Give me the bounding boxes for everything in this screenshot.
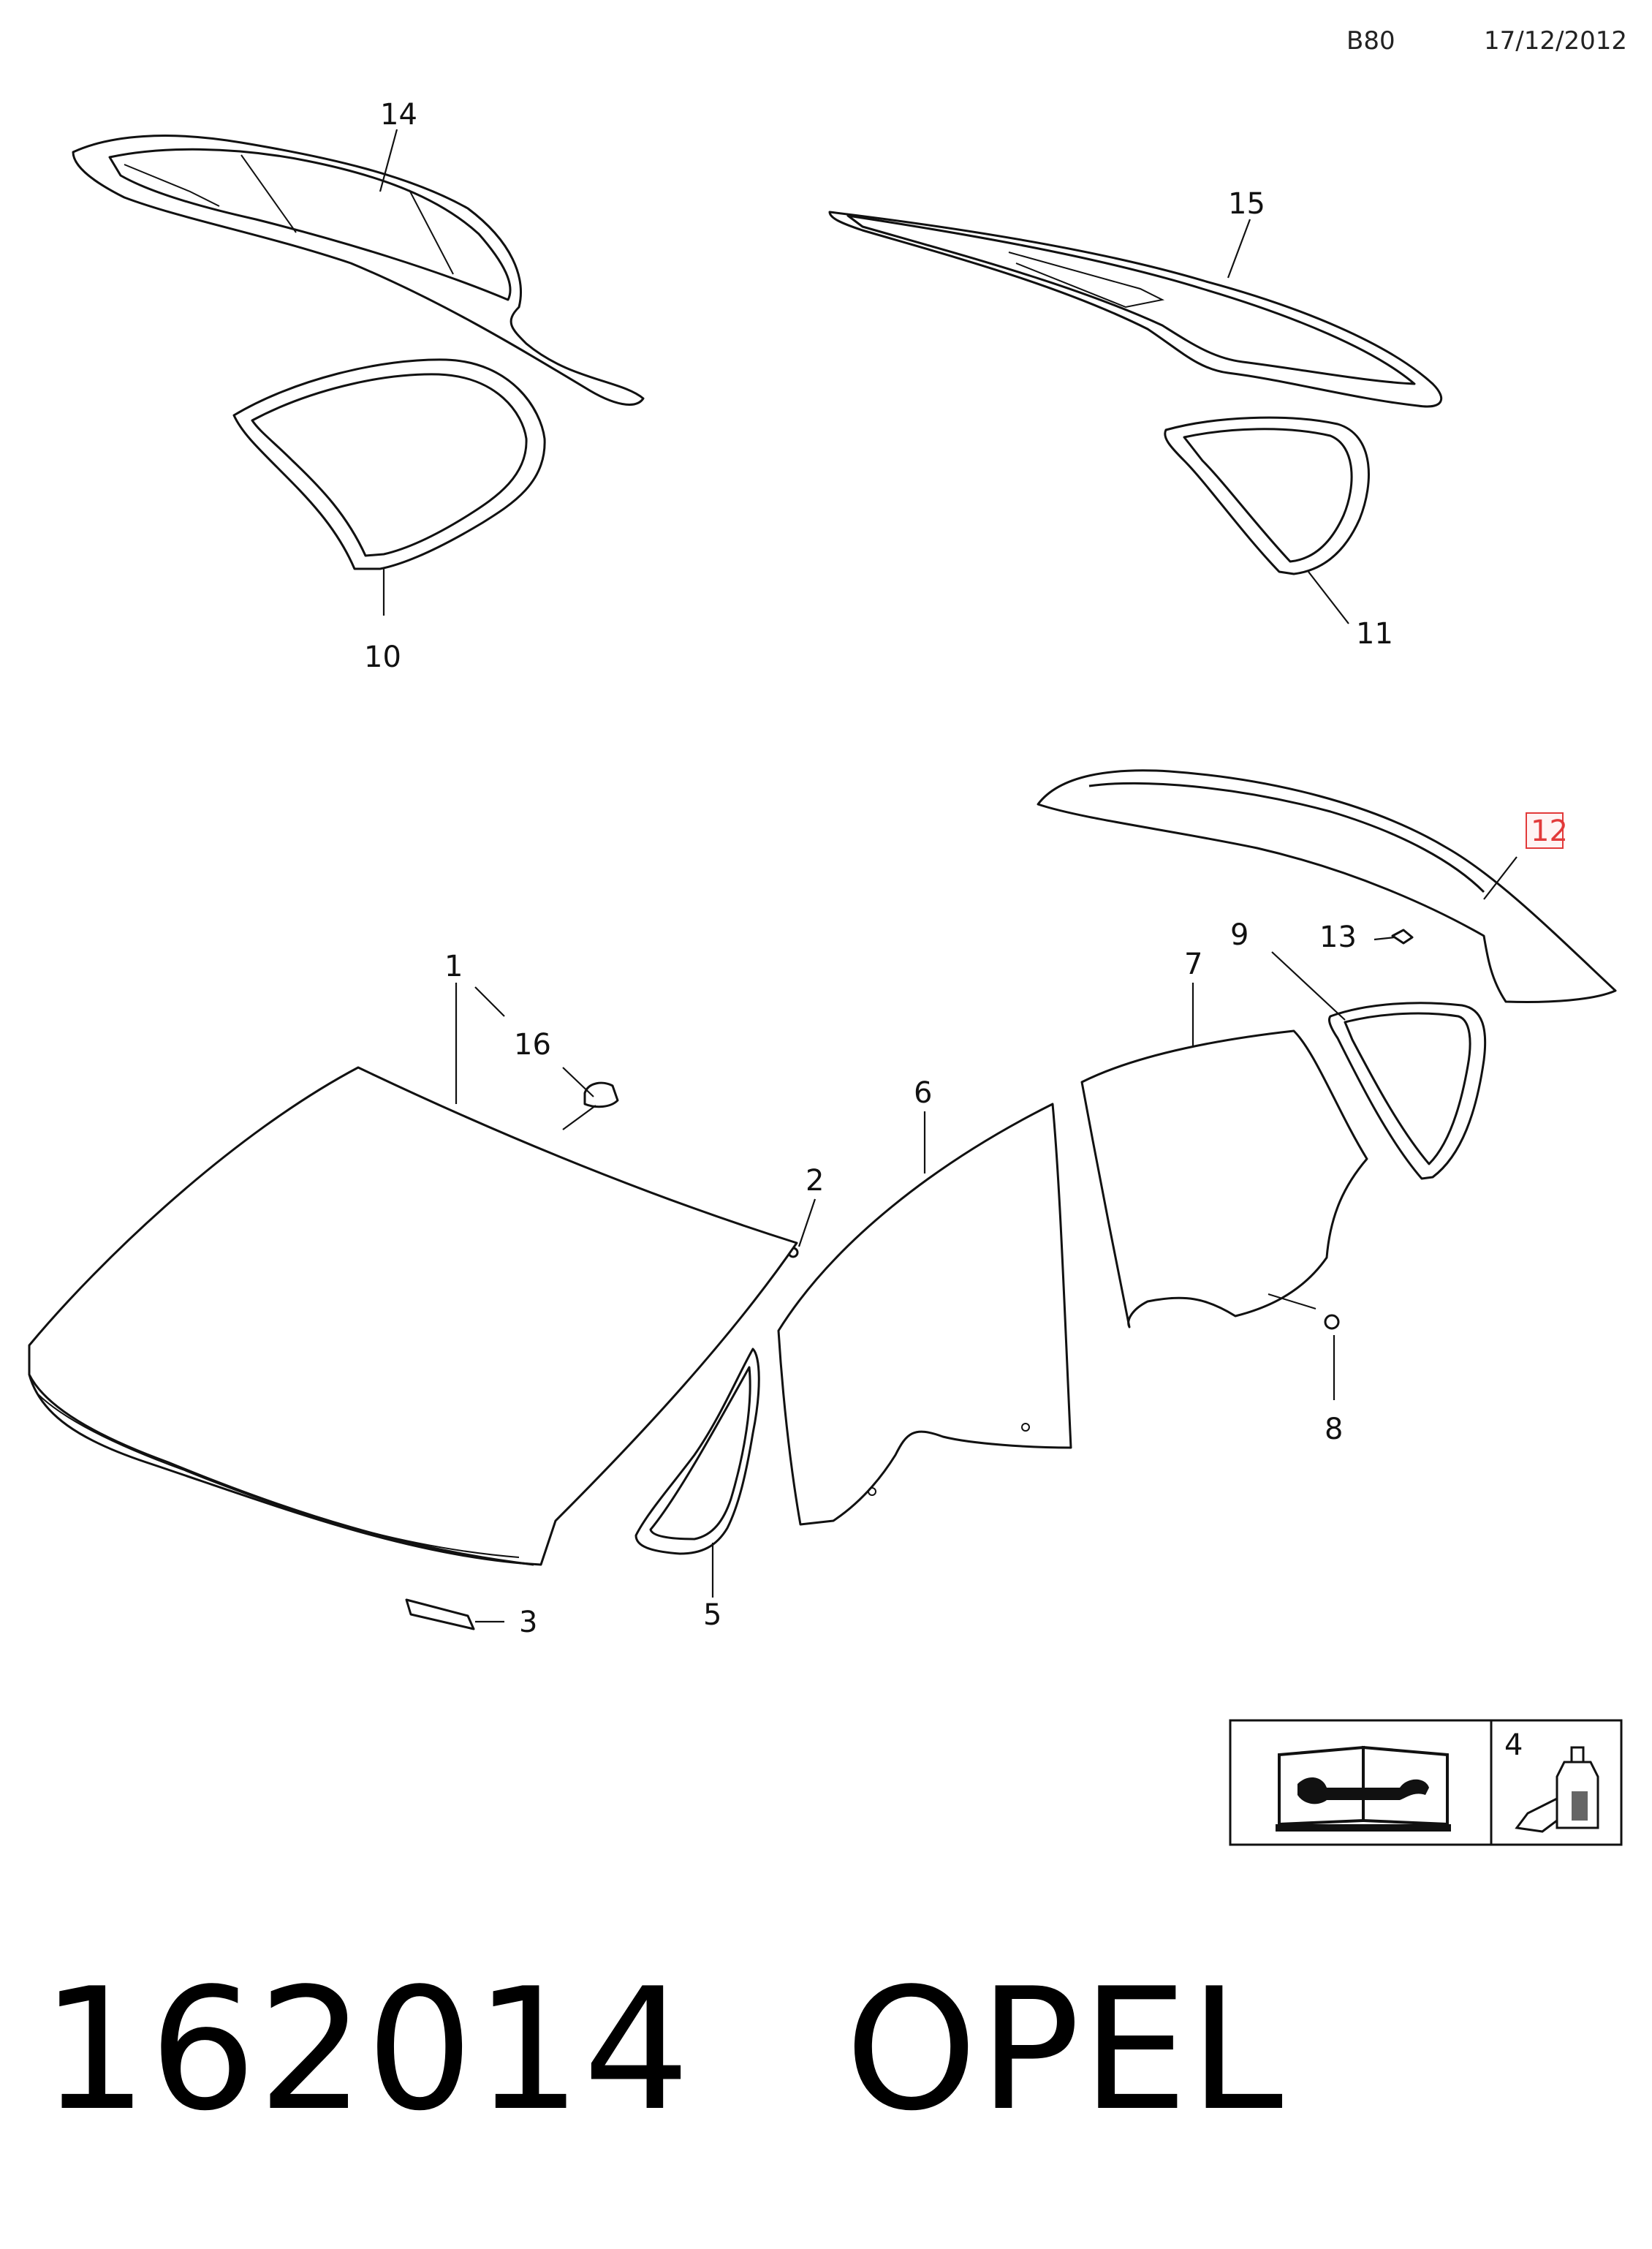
part-9-door-quarter-glass[interactable] <box>1327 1002 1487 1180</box>
leader-lines <box>379 129 1518 1623</box>
callout-15: 15 <box>1228 187 1265 221</box>
callout-9: 9 <box>1230 918 1249 952</box>
part-16-mirror-base[interactable] <box>583 1081 619 1108</box>
part-8-screw[interactable] <box>1324 1314 1340 1330</box>
callout-12: 12 <box>1531 814 1568 848</box>
callout-14: 14 <box>380 98 417 132</box>
callout-10: 10 <box>364 640 401 674</box>
callout-13: 13 <box>1319 921 1357 954</box>
brand-name: OPEL <box>845 1953 1285 2148</box>
callout-11: 11 <box>1356 617 1393 651</box>
callout-16: 16 <box>514 1028 551 1062</box>
callout-12-highlighted: 12 <box>1526 812 1568 849</box>
callout-2: 2 <box>806 1164 824 1198</box>
part-5-front-quarter-glass[interactable] <box>634 1347 760 1555</box>
part-6-front-door-glass[interactable] <box>777 1103 1072 1526</box>
header-code: B80 <box>1346 26 1395 56</box>
repair-manual-icon <box>1276 1745 1451 1832</box>
callout-8: 8 <box>1325 1413 1343 1446</box>
callout-7: 7 <box>1184 948 1202 981</box>
part-7-rear-door-glass[interactable] <box>1080 1029 1368 1328</box>
callout-6: 6 <box>914 1076 932 1110</box>
legend-box: 4 <box>1229 1719 1623 1846</box>
part-13-clip[interactable] <box>1391 929 1414 945</box>
callout-5: 5 <box>703 1598 721 1632</box>
part-14-roof-panel[interactable] <box>72 135 645 406</box>
callout-3: 3 <box>519 1606 537 1639</box>
header-date: 17/12/2012 <box>1484 26 1627 56</box>
callout-1: 1 <box>444 950 463 983</box>
part-11-quarter-window[interactable] <box>1164 416 1370 575</box>
part-10-quarter-window[interactable] <box>232 358 546 570</box>
callout-labels: 14 15 10 11 12 13 9 7 6 8 2 1 16 3 5 <box>364 98 1568 1639</box>
part-1-windscreen[interactable] <box>28 1066 798 1566</box>
part-12-tailgate-glass[interactable] <box>1037 769 1617 1003</box>
catalog-number: 162014 <box>41 1953 692 2148</box>
part-3-moulding-strip[interactable] <box>405 1598 475 1630</box>
part-15-roof-glass[interactable] <box>828 211 1442 408</box>
callout-4: 4 <box>1504 1728 1523 1762</box>
adhesive-bottle-icon <box>1515 1746 1599 1833</box>
